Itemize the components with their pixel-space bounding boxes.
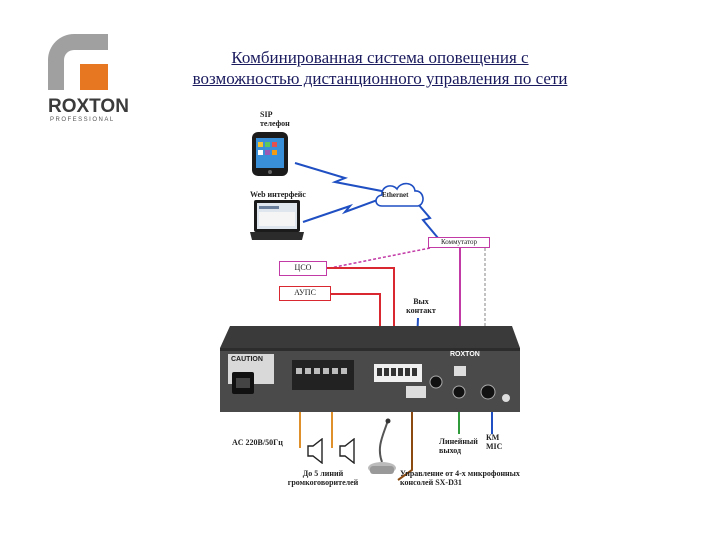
aups-box: АУПС xyxy=(279,286,331,301)
ext-contact-label: Вых контакт xyxy=(406,297,436,315)
ethernet-label: Ethernet xyxy=(382,191,409,199)
speakers-label: До 5 линий громкоговорителей xyxy=(287,469,359,487)
switch-box: Коммутатор xyxy=(428,237,490,248)
sip-phone-label: SIP телефон xyxy=(260,110,290,128)
cso-box: ЦСО xyxy=(279,261,327,276)
line-out-label: Линейный выход xyxy=(439,437,478,455)
caution-label: CAUTION xyxy=(231,356,263,363)
ethernet-switch-link xyxy=(417,203,439,239)
web-interface-label: Web интерфейс xyxy=(250,190,306,199)
ethernet-cloud-icon xyxy=(375,182,424,207)
logo-sub-text: PROFESSIONAL xyxy=(50,117,115,123)
page-title: Комбинированная система оповещения с воз… xyxy=(140,47,620,89)
roxton-logo-icon xyxy=(48,34,108,90)
laptop-ethernet-link xyxy=(302,197,384,223)
title-line-1: Комбинированная система оповещения с xyxy=(231,48,529,67)
smartphone-icon xyxy=(252,132,288,176)
mic-console-link xyxy=(397,396,413,481)
logo-brand-text: ROXTON xyxy=(48,96,129,117)
amplifier-rear-panel xyxy=(220,326,520,412)
title-line-2: возможностью дистанционного управления п… xyxy=(192,69,568,88)
switch-cso-dotted xyxy=(325,247,431,269)
speaker-1-icon xyxy=(307,438,323,464)
speaker-2-icon xyxy=(339,438,355,464)
remote-control-label: Управление от 4-х микрофонных консолей S… xyxy=(400,469,520,487)
amplifier-panel-graphic xyxy=(220,326,520,412)
device-brand-label: ROXTON xyxy=(450,351,480,358)
mic-in-label: КМ МIC xyxy=(486,433,503,451)
laptop-icon xyxy=(250,200,304,240)
phone-ethernet-link xyxy=(294,162,393,194)
microphone-console-icon xyxy=(368,418,396,474)
ac-power-label: AC 220В/50Гц xyxy=(232,438,283,447)
